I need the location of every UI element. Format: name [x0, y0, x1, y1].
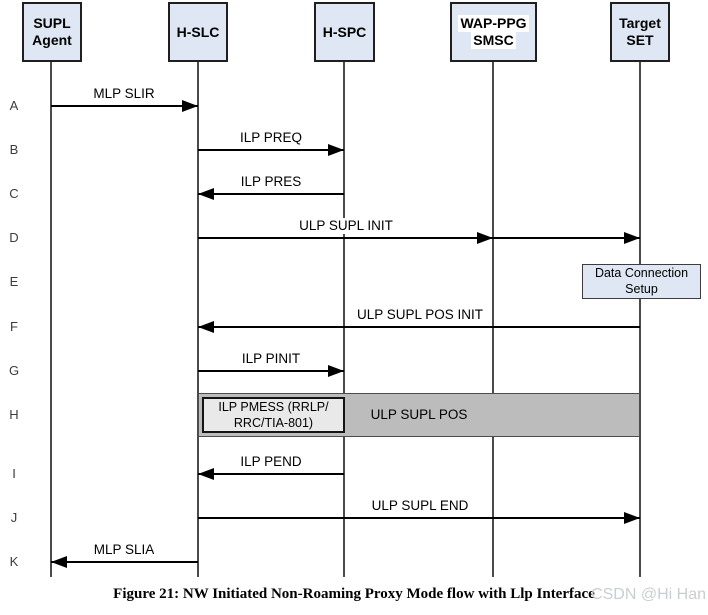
- lifeline-h-spc: [343, 62, 345, 577]
- arrowhead-icon: [624, 512, 640, 524]
- step-letter-C: C: [9, 186, 19, 201]
- message-line-B: [198, 149, 344, 151]
- step-letter-I: I: [12, 466, 16, 481]
- label-line: ILP PMESS (RRLP/: [218, 399, 329, 414]
- message-label: ULP SUPL POS: [370, 407, 468, 422]
- step-letter-E: E: [9, 274, 19, 289]
- lifeline-wap-ppg-smsc: [492, 62, 494, 577]
- ilp-pmess-box: ILP PMESS (RRLP/RRC/TIA-801): [202, 397, 345, 433]
- step-letter-D: D: [9, 230, 19, 245]
- arrowhead-icon: [182, 100, 198, 112]
- label-line: Target: [619, 15, 661, 32]
- figure-caption: Figure 21: NW Initiated Non-Roaming Prox…: [113, 586, 595, 602]
- arrowhead-icon: [328, 365, 344, 377]
- label-line: H-SPC: [322, 23, 367, 40]
- message-line-G: [198, 370, 344, 372]
- message-line-D: [198, 237, 640, 239]
- arrowhead-icon: [198, 188, 214, 200]
- actor-box-h-spc: H-SPC: [314, 2, 375, 62]
- arrowhead-icon: [328, 144, 344, 156]
- lifeline-supl-agent: [50, 62, 52, 577]
- label-line: Setup: [625, 281, 658, 296]
- step-letter-J: J: [10, 510, 18, 525]
- arrowhead-icon: [198, 468, 214, 480]
- label-line: SUPL: [33, 15, 71, 32]
- arrowhead-icon: [198, 321, 214, 333]
- step-letter-H: H: [9, 407, 19, 422]
- message-label: MLP SLIA: [90, 542, 158, 558]
- message-line-C: [198, 193, 344, 195]
- message-label: ULP SUPL INIT: [296, 218, 396, 234]
- message-label: ULP SUPL POS INIT: [353, 307, 487, 323]
- arrowhead-icon: [51, 556, 67, 568]
- step-letter-K: K: [9, 554, 19, 569]
- message-label: ILP PINIT: [238, 351, 304, 367]
- label-line: SMSC: [471, 32, 516, 49]
- label-line: SET: [626, 32, 654, 48]
- label-line: RRC/TIA-801): [233, 416, 314, 430]
- step-letter-B: B: [9, 142, 19, 157]
- message-line-I: [198, 473, 344, 475]
- watermark: CSDN @Hi Han: [591, 586, 706, 603]
- message-label: ULP SUPL END: [368, 498, 472, 514]
- message-label: ILP PRES: [237, 174, 305, 190]
- message-line-F: [198, 326, 640, 328]
- message-line-J: [198, 517, 640, 519]
- lifeline-h-slc: [197, 62, 199, 577]
- step-letter-G: G: [8, 363, 20, 378]
- message-label: ILP PREQ: [236, 130, 306, 146]
- arrowhead-icon: [624, 232, 640, 244]
- message-label: ILP PEND: [237, 454, 305, 470]
- message-label: MLP SLIR: [90, 86, 158, 102]
- label-line: Agent: [32, 32, 72, 48]
- arrowhead-icon: [477, 232, 493, 244]
- lifeline-target-set: [639, 62, 641, 577]
- actor-box-h-slc: H-SLC: [168, 2, 228, 62]
- label-line: Data Connection: [594, 265, 689, 280]
- label-line: WAP-PPG: [458, 15, 529, 32]
- message-line-K: [51, 561, 198, 563]
- step-letter-F: F: [10, 319, 18, 334]
- label-line: H-SLC: [176, 23, 220, 40]
- message-line-A: [51, 105, 198, 107]
- step-letter-A: A: [9, 98, 19, 113]
